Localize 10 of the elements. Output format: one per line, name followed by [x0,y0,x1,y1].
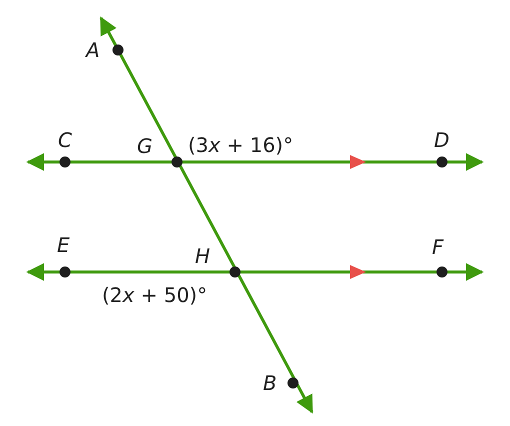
point-label: C [58,129,72,151]
point-label: E [57,234,70,256]
point-label: H [195,245,210,267]
point-label: F [432,236,444,258]
point-label: A [86,39,100,61]
point-label: G [137,135,152,157]
point-label: B [263,372,277,394]
angle-label: (2x + 50)° [102,284,208,306]
angle-label: (3x + 16)° [188,134,294,156]
point-label: D [434,129,450,151]
